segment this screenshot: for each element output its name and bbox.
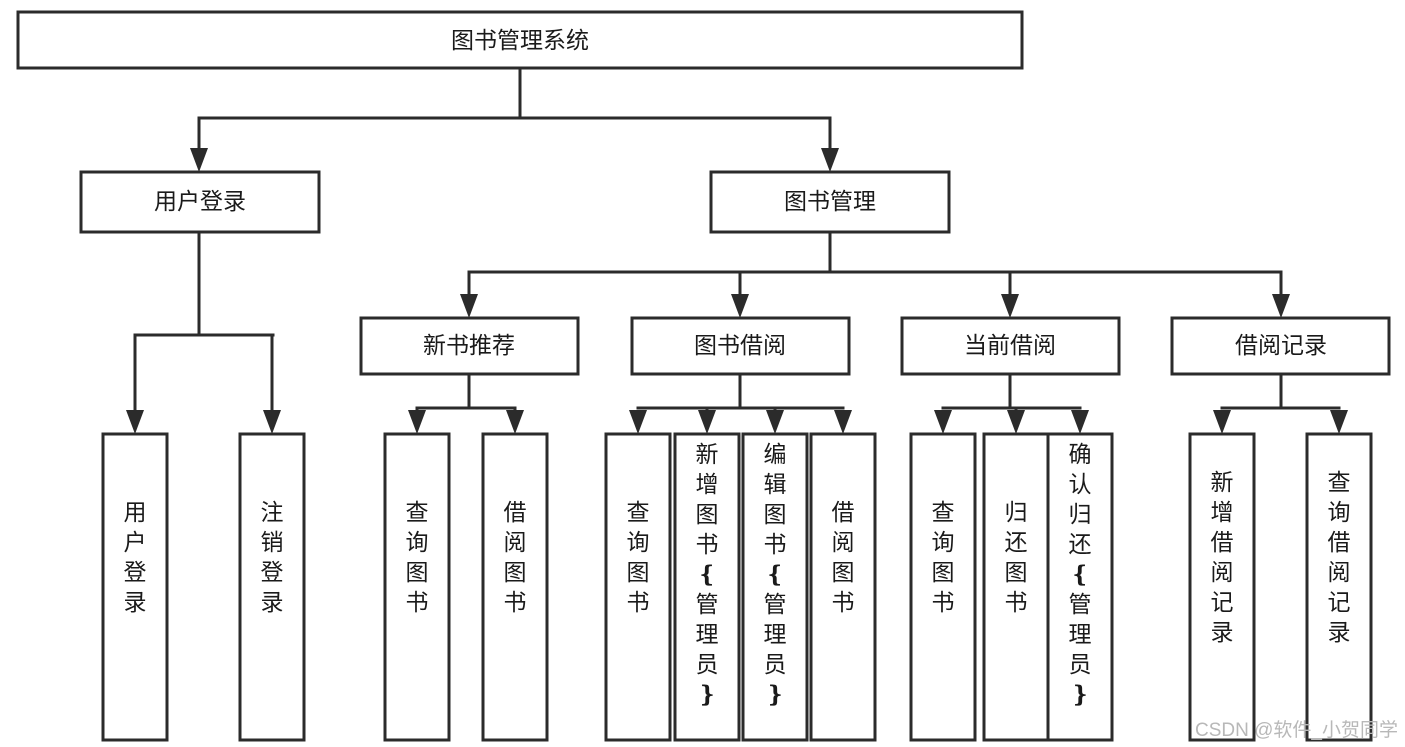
node-leaf-query-record-label: 查询借阅记录	[1328, 469, 1351, 645]
node-leaf-edit-book-box[interactable]	[741, 432, 809, 742]
node-new-book-recommend-box[interactable]	[359, 316, 580, 376]
node-book-management-label: 图书管理	[784, 188, 876, 214]
node-leaf-borrow-book-2[interactable]: 借阅图书	[809, 432, 877, 742]
arrow-head-leaf-return-book	[1007, 410, 1025, 434]
node-leaf-add-book-label: 新增图书❴管理员❵	[696, 441, 719, 707]
node-leaf-add-book-box[interactable]	[673, 432, 741, 742]
node-leaf-query-book-3[interactable]: 查询图书	[909, 432, 977, 742]
node-current-borrow-label: 当前借阅	[964, 332, 1056, 358]
arrow-head-user-login	[190, 148, 208, 172]
node-root-label: 图书管理系统	[451, 27, 589, 53]
node-root-box[interactable]	[16, 10, 1024, 70]
node-leaf-return-book-label: 归还图书	[1005, 499, 1028, 615]
arrow-head-book-borrow	[731, 294, 749, 318]
node-new-book-recommend-label: 新书推荐	[423, 332, 515, 358]
arrow-head-leaf-query-book-3	[934, 410, 952, 434]
node-leaf-borrow-book-1-label: 借阅图书	[504, 499, 527, 615]
node-current-borrow-box[interactable]	[900, 316, 1121, 376]
connector-group-user-login	[126, 230, 281, 434]
node-leaf-query-book-1-label: 查询图书	[406, 499, 429, 615]
node-book-borrow-label: 图书借阅	[694, 332, 786, 358]
node-borrow-record-box[interactable]	[1170, 316, 1391, 376]
node-leaf-edit-book-label: 编辑图书❴管理员❵	[764, 441, 787, 707]
connector-group-book-borrow	[629, 372, 852, 434]
connector-group-current-borrow	[934, 372, 1089, 434]
arrow-head-leaf-query-book-1	[408, 410, 426, 434]
node-borrow-record-label: 借阅记录	[1235, 332, 1327, 358]
node-leaf-borrow-book-2-box[interactable]	[809, 432, 877, 742]
node-book-management-box[interactable]	[709, 170, 951, 234]
node-leaf-query-book-3-label: 查询图书	[932, 499, 955, 615]
node-leaf-query-book-1-box[interactable]	[383, 432, 451, 742]
node-new-book-recommend[interactable]: 新书推荐	[359, 316, 580, 376]
connector-group-borrow-record	[1213, 372, 1348, 434]
node-leaf-user-logout-label: 注销登录	[261, 499, 284, 615]
node-leaf-borrow-book-1-box[interactable]	[481, 432, 549, 742]
arrow-head-leaf-add-book	[698, 410, 716, 434]
node-user-login[interactable]: 用户登录	[79, 170, 321, 234]
node-leaf-return-book[interactable]: 归还图书	[982, 432, 1050, 742]
node-book-borrow-box[interactable]	[630, 316, 851, 376]
arrow-head-leaf-user-logout	[263, 410, 281, 434]
node-leaf-query-book-3-box[interactable]	[909, 432, 977, 742]
node-leaf-confirm-return-label: 确认归还❴管理员❵	[1069, 441, 1092, 707]
node-leaf-add-book[interactable]: 新增图书❴管理员❵	[673, 432, 741, 742]
node-leaf-return-book-box[interactable]	[982, 432, 1050, 742]
node-leaf-edit-book[interactable]: 编辑图书❴管理员❵	[741, 432, 809, 742]
node-leaf-add-record[interactable]: 新增借阅记录	[1188, 432, 1256, 742]
arrow-head-leaf-confirm-return	[1071, 410, 1089, 434]
node-current-borrow[interactable]: 当前借阅	[900, 316, 1121, 376]
node-leaf-user-logout-box[interactable]	[238, 432, 306, 742]
node-book-management[interactable]: 图书管理	[709, 170, 951, 234]
node-borrow-record[interactable]: 借阅记录	[1170, 316, 1391, 376]
connector-group-book-management	[460, 230, 1290, 318]
connector-group-new-book-recommend	[408, 372, 524, 434]
node-leaf-query-record-box[interactable]	[1305, 432, 1373, 742]
node-leaf-query-book-2-label: 查询图书	[627, 499, 650, 615]
arrow-head-leaf-query-record	[1330, 410, 1348, 434]
node-leaf-add-record-label: 新增借阅记录	[1211, 469, 1234, 645]
arrow-head-book-management	[821, 148, 839, 172]
node-leaf-user-login-box[interactable]	[101, 432, 169, 742]
arrow-head-leaf-user-login	[126, 410, 144, 434]
arrow-head-leaf-borrow-book-1	[506, 410, 524, 434]
node-user-login-box[interactable]	[79, 170, 321, 234]
node-leaf-query-record[interactable]: 查询借阅记录	[1305, 432, 1373, 742]
node-leaf-user-logout[interactable]: 注销登录	[238, 432, 306, 742]
arrow-head-current-borrow	[1001, 294, 1019, 318]
arrow-head-leaf-borrow-book-2	[834, 410, 852, 434]
node-leaf-query-book-2[interactable]: 查询图书	[604, 432, 672, 742]
arrow-head-leaf-edit-book	[766, 410, 784, 434]
node-leaf-user-login-label: 用户登录	[124, 499, 147, 615]
node-leaf-borrow-book-2-label: 借阅图书	[832, 499, 855, 615]
node-root[interactable]: 图书管理系统	[16, 10, 1024, 70]
node-leaf-confirm-return[interactable]: 确认归还❴管理员❵	[1046, 432, 1114, 742]
node-leaf-confirm-return-box[interactable]	[1046, 432, 1114, 742]
node-book-borrow[interactable]: 图书借阅	[630, 316, 851, 376]
arrow-head-leaf-add-record	[1213, 410, 1231, 434]
node-leaf-user-login[interactable]: 用户登录	[101, 432, 169, 742]
arrow-head-new-book-recommend	[460, 294, 478, 318]
node-user-login-label: 用户登录	[154, 188, 246, 214]
connector-group-root	[190, 66, 839, 172]
arrow-head-borrow-record	[1272, 294, 1290, 318]
node-leaf-borrow-book-1[interactable]: 借阅图书	[481, 432, 549, 742]
node-leaf-query-book-1[interactable]: 查询图书	[383, 432, 451, 742]
node-leaf-query-book-2-box[interactable]	[604, 432, 672, 742]
csdn-watermark: CSDN @软件_小贺同学	[1195, 719, 1398, 741]
node-leaf-add-record-box[interactable]	[1188, 432, 1256, 742]
arrow-head-leaf-query-book-2	[629, 410, 647, 434]
